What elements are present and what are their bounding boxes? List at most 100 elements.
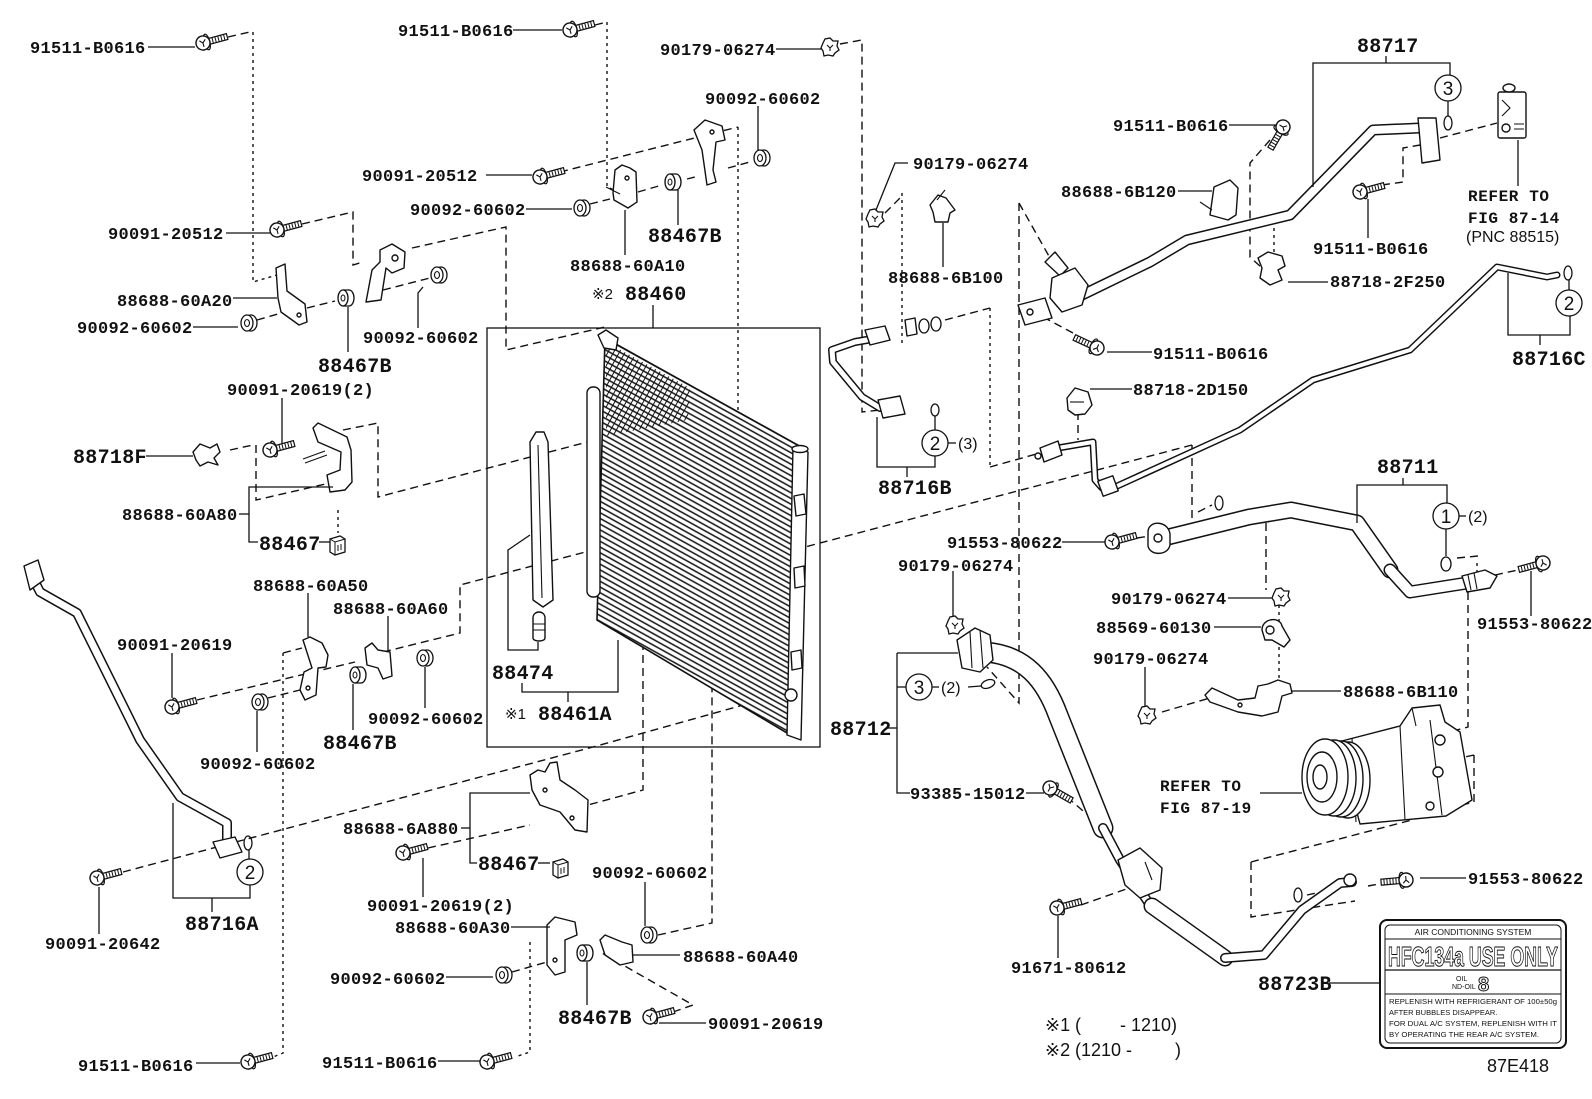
part-callout[interactable]: 90092-60602 <box>77 320 193 339</box>
part-callout[interactable]: 90091-20619 <box>708 1016 824 1035</box>
part-callout[interactable]: 88716B <box>878 478 952 501</box>
part-callout[interactable]: 88688-60A80 <box>122 507 238 526</box>
nut-icon[interactable] <box>753 149 771 167</box>
bolt-icon[interactable] <box>267 215 304 241</box>
clip-nut-icon[interactable] <box>945 615 965 635</box>
part-callout[interactable]: 88718-2F250 <box>1330 274 1446 293</box>
part-callout[interactable]: 88688-6B100 <box>888 270 1004 289</box>
clip-nut-icon[interactable] <box>1271 587 1291 607</box>
bracket-88688-60a60[interactable] <box>364 642 393 680</box>
nut-icon[interactable] <box>251 693 269 711</box>
bracket-88688-60a30[interactable] <box>546 916 578 976</box>
part-callout[interactable]: 88460 <box>625 284 687 307</box>
hose-body[interactable] <box>1161 503 1397 577</box>
desiccant-strip[interactable] <box>529 431 554 608</box>
part-callout[interactable]: 88723B <box>1258 974 1332 997</box>
pipe-body[interactable] <box>1076 124 1424 300</box>
part-callout[interactable]: 88467B <box>558 1008 632 1031</box>
pipe-body[interactable] <box>829 335 883 411</box>
part-callout[interactable]: 88718-2D150 <box>1133 382 1249 401</box>
clamp-88569-60130[interactable] <box>1261 619 1291 648</box>
bracket-88688-60a80[interactable] <box>312 422 353 493</box>
nut-icon[interactable] <box>240 314 258 332</box>
circle-ref[interactable]: 3 <box>1434 74 1462 102</box>
part-callout[interactable]: 91511-B0616 <box>78 1058 194 1077</box>
part-callout[interactable]: 88467 <box>478 854 540 877</box>
part-callout[interactable]: 91553-80622 <box>1468 871 1584 890</box>
part-callout[interactable]: 90092-60602 <box>363 330 479 349</box>
part-callout[interactable]: 88461A <box>538 704 612 727</box>
part-callout[interactable]: 88688-60A40 <box>683 949 799 968</box>
hose-body[interactable] <box>1385 565 1472 597</box>
part-callout[interactable]: 88688-60A10 <box>570 258 686 277</box>
bolt-icon[interactable] <box>193 28 230 54</box>
circle-ref[interactable]: 2 <box>1555 289 1583 317</box>
circle-ref[interactable]: 1 (2) <box>1432 502 1488 530</box>
part-callout[interactable]: 90092-60602 <box>368 711 484 730</box>
part-callout[interactable]: 91511-B0616 <box>1313 241 1429 260</box>
bracket-88688-60a10[interactable] <box>612 164 638 209</box>
part-callout[interactable]: 88712 <box>830 719 892 742</box>
refrigerant-label-sticker[interactable]: AIR CONDITIONING SYSTEM HFC134a USE ONLY… <box>1379 919 1567 1049</box>
part-callout[interactable]: 90179-06274 <box>660 42 776 61</box>
circle-ref[interactable]: 2 (3) <box>921 429 978 457</box>
hose-body[interactable] <box>976 643 1112 837</box>
part-callout[interactable]: 90092-60602 <box>592 865 708 884</box>
nut-icon[interactable] <box>430 266 448 284</box>
bracket-88688-6b120[interactable] <box>1209 179 1239 221</box>
part-callout[interactable]: 90091-20619(2) <box>227 382 374 401</box>
circle-ref[interactable]: 2 <box>236 858 264 886</box>
compressor[interactable] <box>1260 704 1473 825</box>
part-callout[interactable]: 88688-6A880 <box>343 821 459 840</box>
bolt-icon[interactable] <box>1102 527 1139 553</box>
bolt-icon[interactable] <box>162 692 199 718</box>
part-callout[interactable]: 88688-6B120 <box>1061 184 1177 203</box>
pipe-body[interactable] <box>1056 265 1559 490</box>
bolt-icon[interactable] <box>1516 552 1553 578</box>
clip-88718f[interactable] <box>192 443 221 467</box>
part-callout[interactable]: 90091-20619 <box>117 637 233 656</box>
clip-nut-icon[interactable] <box>1137 705 1157 725</box>
clip-icon[interactable] <box>552 858 569 879</box>
bolt-icon[interactable] <box>87 863 124 889</box>
part-callout[interactable]: 88467B <box>323 733 397 756</box>
part-callout[interactable]: 91553-80622 <box>1477 616 1592 635</box>
bolt-icon[interactable] <box>1070 329 1108 359</box>
part-callout[interactable]: 90092-60602 <box>705 91 821 110</box>
part-callout[interactable]: 91553-80622 <box>947 535 1063 554</box>
part-callout[interactable]: 91511-B0616 <box>30 40 146 59</box>
part-callout[interactable]: 88467B <box>648 226 722 249</box>
part-callout[interactable]: 88474 <box>492 663 554 686</box>
part-callout[interactable]: 88717 <box>1357 36 1419 59</box>
clip-nut-icon[interactable] <box>865 208 885 228</box>
expansion-valve[interactable] <box>1497 83 1527 139</box>
clip-icon[interactable] <box>329 535 346 556</box>
bolt-icon[interactable] <box>1262 116 1295 154</box>
part-callout[interactable]: 91511-B0616 <box>1153 346 1269 365</box>
part-callout[interactable]: 90091-20642 <box>45 936 161 955</box>
condenser-filter[interactable] <box>532 611 546 642</box>
nut-icon[interactable] <box>416 649 434 667</box>
part-callout[interactable]: 88467B <box>318 356 392 379</box>
bolt-icon[interactable] <box>477 1047 514 1073</box>
reference-figure[interactable]: FIG 87-14 <box>1468 210 1560 228</box>
bracket-88688-60a50[interactable] <box>299 636 329 701</box>
clip-88688-6b100[interactable] <box>929 194 956 223</box>
nut-icon[interactable] <box>495 966 513 984</box>
part-callout[interactable]: 90091-20512 <box>108 226 224 245</box>
part-callout[interactable]: 93385-15012 <box>910 786 1026 805</box>
part-callout[interactable]: 90092-60602 <box>330 971 446 990</box>
part-callout[interactable]: 91511-B0616 <box>398 23 514 42</box>
part-callout[interactable]: 88688-60A30 <box>395 920 511 939</box>
part-callout[interactable]: 88467 <box>259 534 321 557</box>
bracket-88688-6b110[interactable] <box>1204 679 1293 717</box>
part-callout[interactable]: 88716A <box>185 914 259 937</box>
part-callout[interactable]: 91511-B0616 <box>1113 118 1229 137</box>
bolt-icon[interactable] <box>1047 893 1084 919</box>
bolt-icon[interactable] <box>260 435 297 461</box>
bracket-88688-60a40[interactable] <box>599 934 634 966</box>
bolt-icon[interactable] <box>238 1047 275 1073</box>
part-callout[interactable]: 88711 <box>1377 457 1439 480</box>
nut-icon[interactable] <box>640 926 658 944</box>
part-callout[interactable]: 90091-20512 <box>362 168 478 187</box>
